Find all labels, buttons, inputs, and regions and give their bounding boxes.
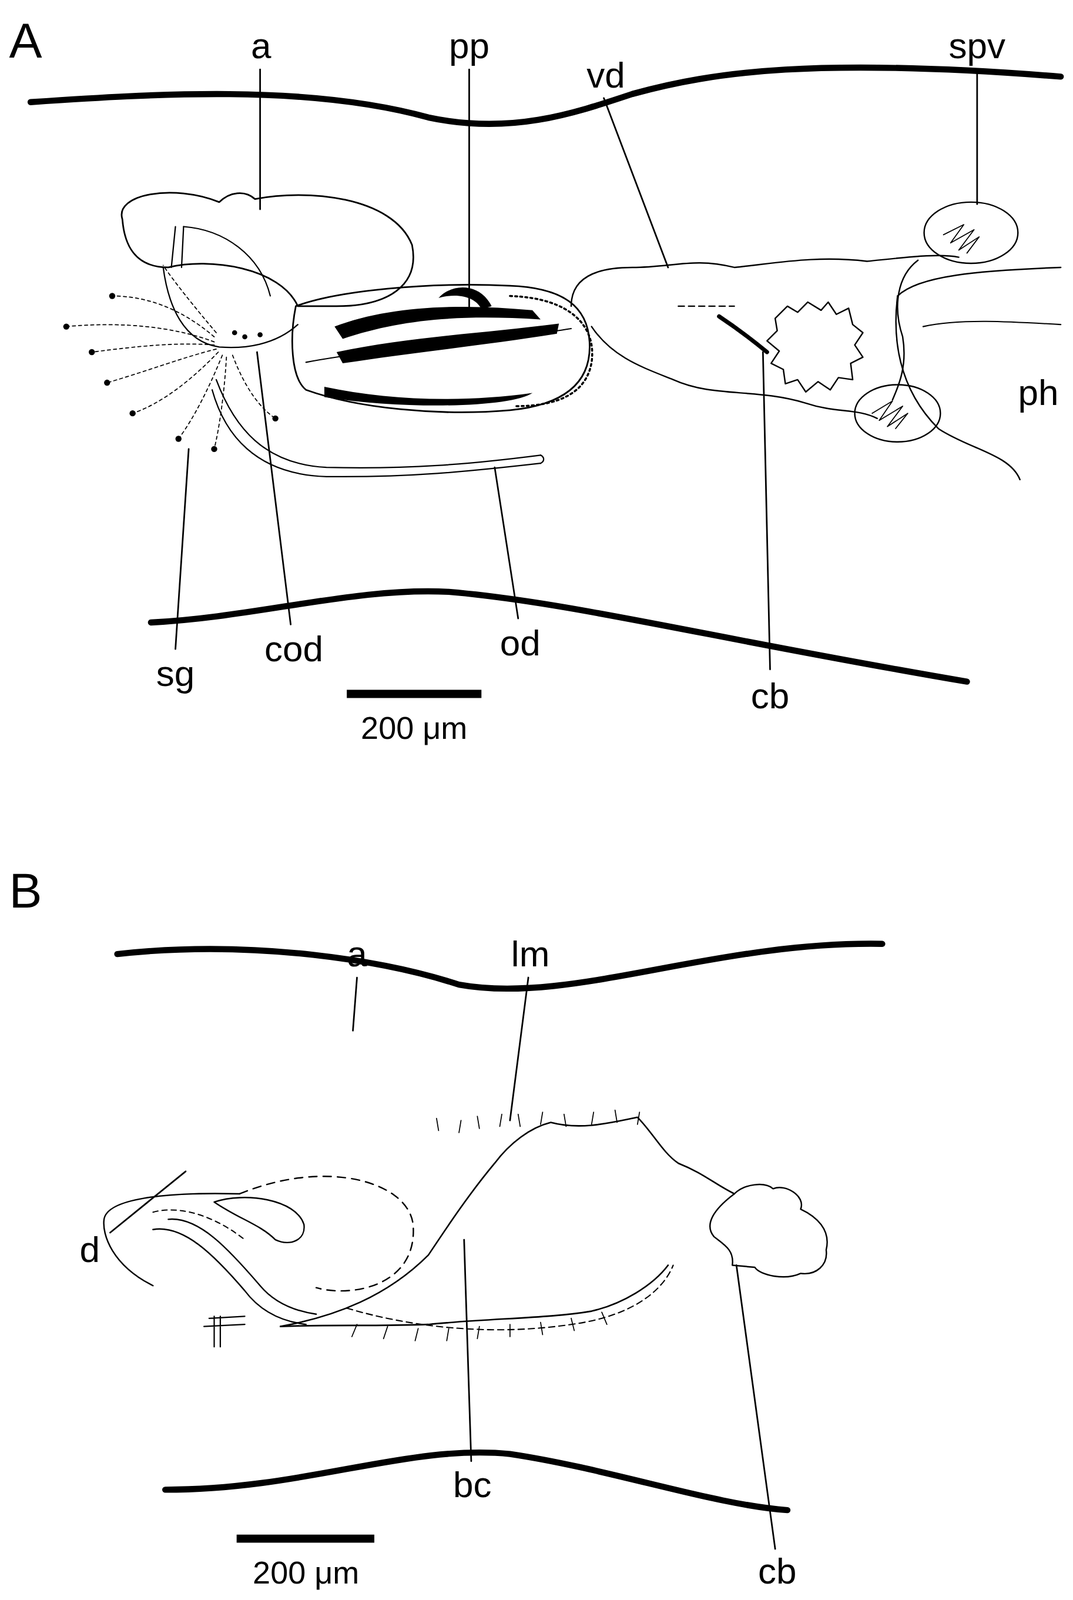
pharynx bbox=[923, 321, 1061, 327]
pharynx bbox=[896, 296, 1021, 480]
atrium bbox=[239, 1175, 414, 1291]
ejaculatory-duct bbox=[306, 328, 572, 362]
common-oviduct bbox=[171, 226, 184, 268]
shell-glands bbox=[66, 265, 276, 449]
spermiducal-vesicle bbox=[854, 384, 941, 442]
duct bbox=[152, 1209, 245, 1240]
leader-line bbox=[175, 448, 190, 649]
shell-gland bbox=[112, 296, 215, 337]
leader-line bbox=[976, 69, 978, 204]
part-label: d bbox=[79, 1231, 100, 1268]
leader-line bbox=[736, 1264, 776, 1549]
muscle-fibres bbox=[351, 1110, 640, 1341]
shell-gland bbox=[66, 324, 215, 342]
part-label: bc bbox=[453, 1466, 492, 1503]
oviduct bbox=[216, 379, 541, 468]
part-label: spv bbox=[949, 27, 1006, 65]
panel-b-drawing bbox=[104, 943, 883, 1549]
body-wall bbox=[165, 1452, 788, 1510]
part-label: pp bbox=[448, 27, 490, 65]
scale-bar bbox=[346, 689, 482, 699]
oviduct-end bbox=[540, 454, 544, 464]
scale-bar-label: 200 μm bbox=[360, 711, 468, 744]
copulatory-bursa bbox=[766, 302, 863, 392]
atrium bbox=[121, 192, 414, 307]
common-oviduct bbox=[163, 267, 298, 348]
vas-deferens bbox=[591, 326, 878, 419]
leader-lines bbox=[175, 69, 978, 670]
duct-stub bbox=[203, 1315, 245, 1347]
part-label: cb bbox=[758, 1552, 797, 1589]
leader-line bbox=[604, 98, 669, 268]
papilla-band bbox=[438, 287, 492, 310]
leader-line bbox=[109, 1171, 186, 1233]
shell-gland bbox=[163, 265, 217, 333]
pharynx bbox=[897, 267, 1061, 297]
shell-gland bbox=[132, 351, 219, 414]
part-label: od bbox=[500, 624, 541, 662]
part-label: vd bbox=[586, 56, 625, 94]
bursal-canal bbox=[280, 1264, 669, 1326]
leader-lines bbox=[109, 977, 776, 1549]
leader-line bbox=[256, 351, 291, 625]
leader-line bbox=[464, 1239, 472, 1461]
shell-gland bbox=[214, 357, 227, 449]
copulatory-bursa bbox=[709, 1184, 827, 1277]
bursal-canal bbox=[678, 305, 734, 307]
part-label: sg bbox=[156, 655, 195, 692]
papilla-band bbox=[324, 386, 533, 406]
sperm-mass bbox=[943, 224, 980, 254]
vas-deferens bbox=[571, 255, 960, 307]
body-wall bbox=[117, 943, 883, 989]
part-label: cb bbox=[750, 677, 790, 714]
bursal-canal bbox=[719, 316, 768, 352]
penis-papilla bbox=[292, 284, 590, 413]
atrium bbox=[104, 1192, 240, 1286]
part-label: lm bbox=[511, 935, 550, 972]
shell-gland bbox=[106, 349, 217, 383]
bursal-canal bbox=[346, 1264, 673, 1330]
gland-cells bbox=[63, 292, 279, 452]
shell-gland bbox=[91, 343, 214, 352]
atrium-fold bbox=[183, 226, 271, 297]
shell-gland bbox=[178, 354, 223, 439]
leader-line bbox=[494, 467, 519, 619]
duct bbox=[168, 1218, 317, 1314]
bursal-canal bbox=[280, 1117, 734, 1327]
leader-line bbox=[468, 69, 471, 311]
leader-line bbox=[762, 351, 770, 670]
part-label: ph bbox=[1018, 374, 1059, 411]
part-label: a bbox=[250, 27, 271, 65]
panel-letter: B bbox=[8, 865, 42, 915]
scale-bar-label: 200 μm bbox=[252, 1556, 360, 1588]
shell-gland bbox=[232, 354, 276, 419]
oviduct bbox=[212, 389, 541, 477]
atrium-fold bbox=[214, 1196, 305, 1243]
leader-line bbox=[353, 977, 358, 1031]
panel-a-drawing bbox=[30, 67, 1061, 694]
leader-line bbox=[259, 69, 261, 210]
leader-line bbox=[510, 977, 529, 1121]
body-wall bbox=[151, 591, 968, 682]
panel-letter: A bbox=[8, 15, 42, 66]
duct bbox=[152, 1228, 306, 1324]
scale-bar bbox=[236, 1534, 375, 1543]
part-label: cod bbox=[264, 630, 324, 667]
part-label: a bbox=[346, 935, 367, 972]
spermiducal-vesicle bbox=[924, 202, 1019, 264]
sperm-mass bbox=[872, 400, 908, 429]
body-wall bbox=[30, 67, 1061, 124]
